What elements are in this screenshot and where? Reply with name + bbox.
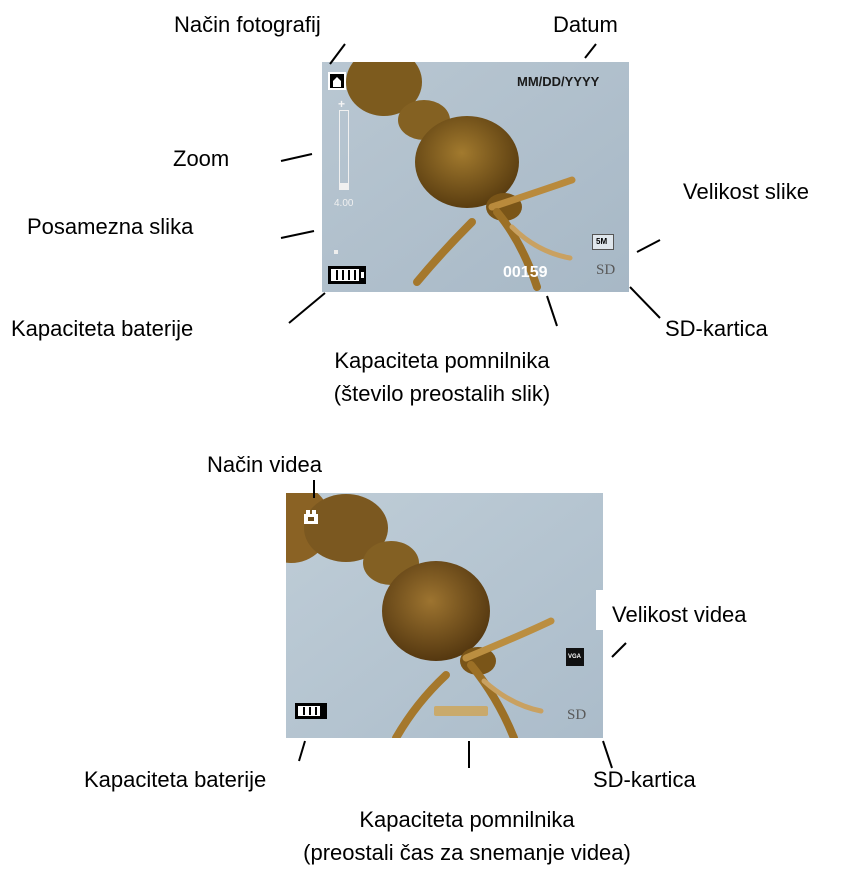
label-memory-capacity-note: (število preostalih slik) [292,383,592,405]
label-photo-mode: Način fotografij [174,14,321,36]
label-battery-capacity: Kapaciteta baterije [84,769,266,791]
label-memory-capacity: Kapaciteta pomnilnika [292,350,592,372]
label-video-mode: Način videa [207,454,322,476]
label-battery-capacity: Kapaciteta baterije [11,318,193,340]
label-image-size: Velikost slike [683,181,809,203]
label-date: Datum [553,14,618,36]
label-single-image: Posamezna slika [27,216,193,238]
label-sd-card: SD-kartica [593,769,696,791]
label-memory-capacity: Kapaciteta pomnilnika [252,809,682,831]
label-video-size: Velikost videa [612,604,747,626]
label-sd-card: SD-kartica [665,318,768,340]
label-memory-capacity-note: (preostali čas za snemanje videa) [252,842,682,864]
label-zoom: Zoom [173,148,229,170]
